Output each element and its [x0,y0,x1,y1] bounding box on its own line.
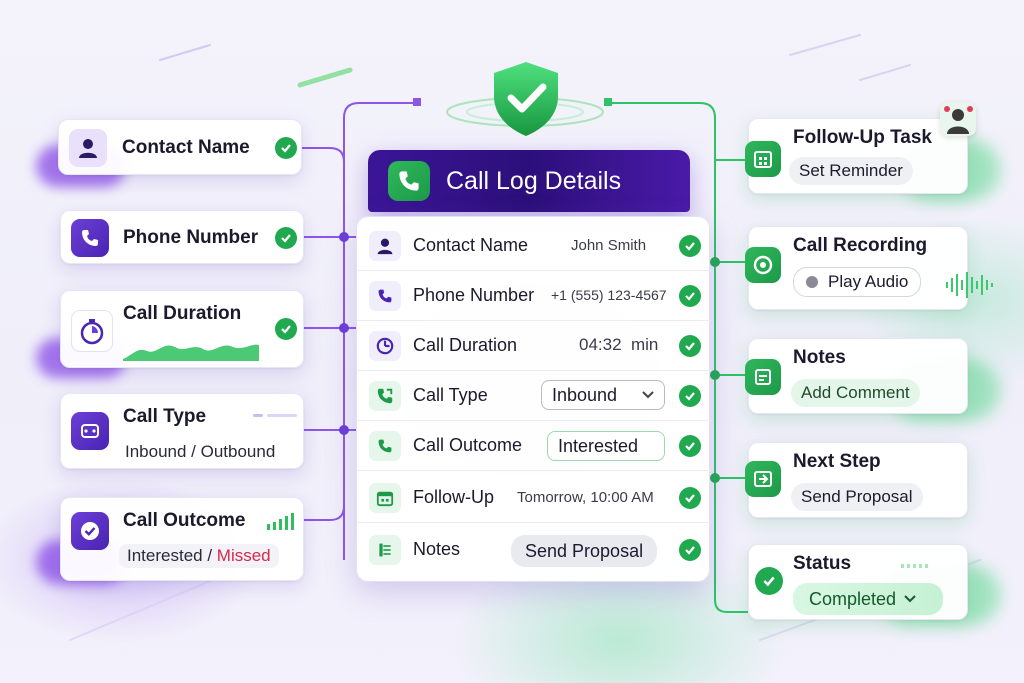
notes-pill[interactable]: Send Proposal [511,535,658,567]
call-type-label: Call Type [123,406,207,427]
outcome-missed: Missed [216,546,271,565]
call-log-header: Call Log Details [368,150,690,212]
set-reminder-label: Set Reminder [799,161,903,180]
call-recording-label: Call Recording [793,235,928,256]
phone-icon [71,219,109,257]
status-label: Status [793,553,852,574]
outcome-interested: Interested [127,546,203,565]
status-dropdown[interactable]: Completed [793,583,943,615]
waveform-graph [123,344,259,361]
next-step-card[interactable]: Next Step Send Proposal [745,442,968,518]
audio-wave-icon [946,272,993,298]
call-log-panel: Contact Name John Smith Phone Number +1 … [356,216,711,582]
play-audio-button[interactable]: Play Audio [793,267,922,297]
row-label: Notes [413,539,461,559]
call-duration-label: Call Duration [123,303,242,324]
notes-icon [369,535,401,565]
call-type-select[interactable]: Inbound [541,380,665,410]
row-label: Contact Name [413,235,529,255]
row-label: Follow-Up [413,487,495,507]
play-audio-label: Play Audio [828,272,909,291]
send-proposal-label: Send Proposal [801,487,913,506]
send-proposal-button[interactable]: Send Proposal [791,483,923,511]
shield-check-icon [494,62,558,136]
record-dot-icon [806,276,818,288]
notes-value: Send Proposal [525,540,644,561]
follow-up-task-label: Follow-Up Task [793,127,932,148]
check-badge-icon [71,512,109,550]
outcome-value: Interested [558,435,639,456]
notes-label: Notes [793,347,846,368]
check-icon [679,539,701,561]
contact-name-label: Contact Name [122,137,250,158]
row-value: 04:32 min [579,335,659,354]
call-recording-card[interactable]: Call Recording Play Audio [745,226,968,310]
chevron-down-icon [642,391,654,399]
next-step-label: Next Step [793,451,881,472]
call-outcome-sub: Interested / Missed [119,544,279,568]
note-icon [745,359,781,395]
check-icon [679,235,701,257]
play-circle-icon [745,247,781,283]
avatar [940,102,976,136]
row-notes[interactable]: Notes Send Proposal [357,525,711,575]
arrow-right-icon [745,461,781,497]
add-comment-button[interactable]: Add Comment [791,379,920,407]
check-icon [679,285,701,307]
check-icon [679,385,701,407]
clock-icon [369,331,401,361]
phone-number-label: Phone Number [123,227,259,248]
phone-icon [388,161,430,201]
row-contact-name[interactable]: Contact Name John Smith [357,221,711,271]
person-icon [369,231,401,261]
contact-name-card[interactable]: Contact Name [58,119,302,175]
calendar-icon [369,483,401,513]
call-outcome-field[interactable]: Interested [547,431,665,461]
row-follow-up[interactable]: Follow-Up Tomorrow, 10:00 AM [357,473,711,523]
row-label: Call Type [413,385,488,405]
check-icon [679,435,701,457]
phone-arrow-icon [369,381,401,411]
person-icon [69,129,107,167]
row-value: John Smith [571,237,647,254]
check-icon [679,487,701,509]
call-outcome-label: Call Outcome [123,510,246,531]
call-type-card[interactable]: Call Type Inbound / Outbound [60,393,304,469]
check-icon [679,335,701,357]
row-label: Call Outcome [413,435,523,455]
calendar-grid-icon [745,141,781,177]
add-comment-label: Add Comment [801,383,910,402]
check-icon [275,137,297,159]
row-call-duration[interactable]: Call Duration 04:32 min [357,321,711,371]
row-label: Call Duration [413,335,518,355]
status-card[interactable]: Status Completed [748,544,968,620]
check-circle-icon [755,567,783,595]
row-value: +1 (555) 123-4567 [551,287,667,303]
row-value: Tomorrow, 10:00 AM [517,489,654,506]
signal-bars-icon [267,513,294,530]
row-label: Phone Number [413,285,535,305]
chevron-down-icon [904,595,916,603]
check-icon [275,318,297,340]
page-title: Call Log Details [446,167,622,195]
stopwatch-icon [71,310,113,352]
call-type-sub: Inbound / Outbound [125,442,276,461]
row-call-outcome[interactable]: Call Outcome Interested [357,421,711,471]
notes-card[interactable]: Notes Add Comment [745,338,968,414]
decorative-dots [901,564,928,568]
transfer-icon [71,412,109,450]
phone-icon [369,281,401,311]
phone-icon [369,431,401,461]
row-phone-number[interactable]: Phone Number +1 (555) 123-4567 [357,271,711,321]
call-outcome-card[interactable]: Call Outcome Interested / Missed [60,497,304,581]
set-reminder-button[interactable]: Set Reminder [789,157,913,185]
follow-up-task-card[interactable]: Follow-Up Task Set Reminder [745,118,968,194]
row-call-type[interactable]: Call Type Inbound [357,371,711,421]
phone-number-card[interactable]: Phone Number [60,210,304,264]
status-value: Completed [809,588,897,609]
call-duration-card[interactable]: Call Duration [60,290,304,368]
outcome-separator: / [202,546,217,565]
select-value: Inbound [552,384,618,405]
check-icon [275,227,297,249]
